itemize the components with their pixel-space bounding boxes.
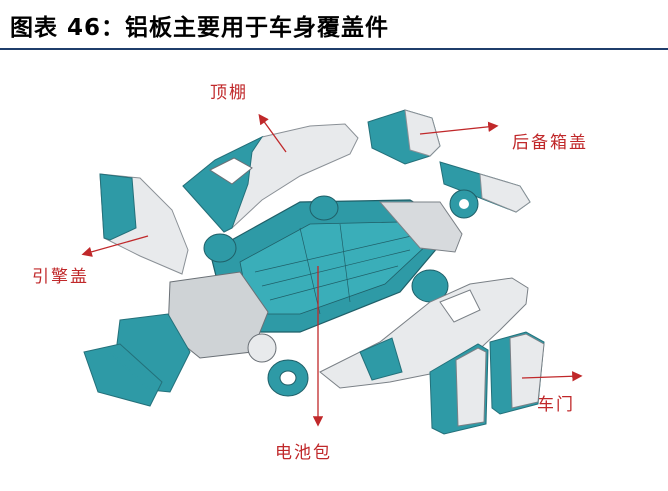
trunk-lid-panel	[367, 109, 531, 213]
leader-arrows	[81, 113, 583, 427]
label-hood: 引擎盖	[32, 267, 89, 287]
label-roof: 顶棚	[210, 83, 248, 103]
title-divider	[0, 48, 668, 50]
wheels	[203, 189, 479, 397]
hood-panel	[99, 173, 189, 275]
arrow-hood	[81, 235, 149, 257]
label-trunk-lid: 后备箱盖	[512, 133, 588, 153]
label-battery-pack: 电池包	[275, 443, 332, 463]
door-panels	[429, 331, 545, 435]
body-side-panel	[319, 277, 529, 389]
arrow-roof	[258, 113, 287, 153]
arrow-door	[521, 371, 583, 382]
figure-title: 图表 46：铝板主要用于车身覆盖件	[10, 15, 390, 41]
exploded-car-diagram	[81, 109, 583, 435]
label-door: 车门	[537, 395, 575, 415]
battery-pack	[209, 199, 463, 333]
roof-panel	[182, 123, 359, 233]
front-structure	[83, 271, 269, 407]
arrow-trunk-lid	[419, 121, 499, 135]
